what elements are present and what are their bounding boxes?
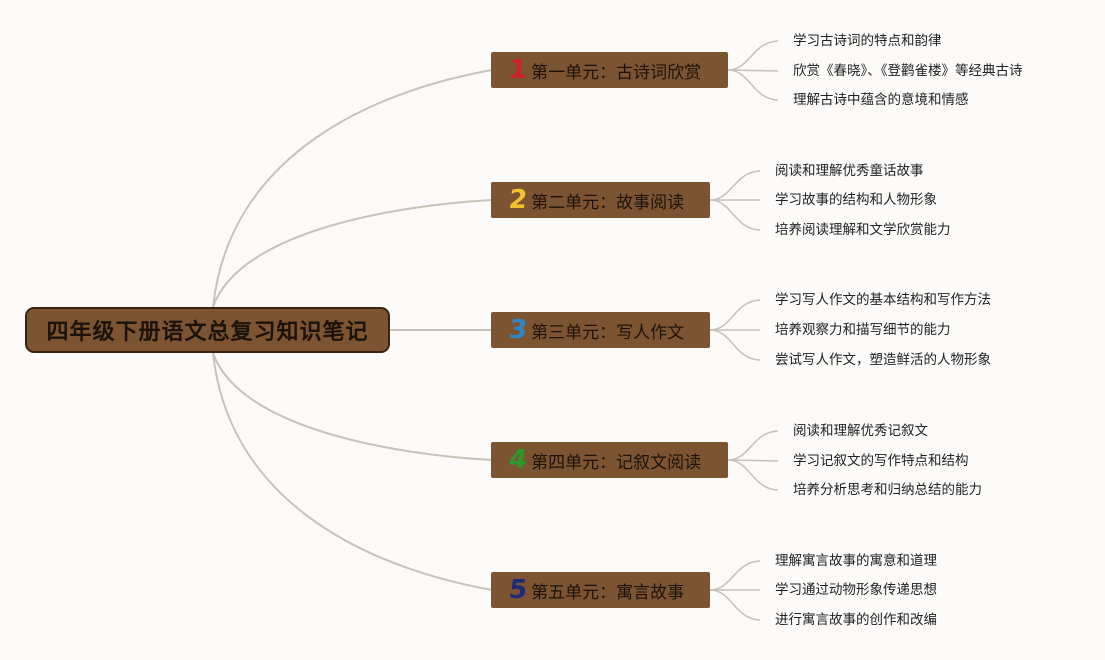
branch-node-1[interactable]: 1 第一单元：古诗词欣赏: [491, 52, 728, 88]
leaf-item[interactable]: 学习通过动物形象传递思想: [775, 582, 937, 598]
number-badge-1: 1: [507, 55, 529, 85]
branch-label: 第四单元：记叙文阅读: [531, 452, 702, 473]
link-b2-leaf-3: [709, 199, 761, 231]
number-badge-3: 3: [507, 315, 529, 345]
branch-node-4[interactable]: 4 第四单元：记叙文阅读: [491, 442, 728, 478]
branch-node-2[interactable]: 2 第二单元：故事阅读: [491, 182, 710, 218]
link-b4-leaf-1: [727, 430, 779, 461]
root-node[interactable]: 四年级下册语文总复习知识笔记: [25, 307, 390, 353]
leaf-item[interactable]: 学习记叙文的写作特点和结构: [793, 453, 969, 469]
branch-label: 第二单元：故事阅读: [531, 192, 685, 213]
link-b4-leaf-3: [727, 459, 779, 491]
leaf-item[interactable]: 培养分析思考和归纳总结的能力: [793, 482, 982, 498]
link-b1-leaf-3: [727, 69, 779, 101]
root-title: 四年级下册语文总复习知识笔记: [46, 320, 369, 345]
number-badge-4: 4: [507, 445, 529, 475]
link-root-branch-4: [212, 352, 493, 461]
branch-label: 第三单元：写人作文: [531, 322, 685, 343]
leaf-item[interactable]: 理解寓言故事的寓意和道理: [775, 553, 937, 569]
link-b5-leaf-3: [709, 589, 761, 621]
leaf-item[interactable]: 学习故事的结构和人物形象: [775, 192, 937, 208]
link-b2-leaf-1: [709, 170, 761, 201]
link-root-branch-5: [212, 352, 493, 591]
leaf-item[interactable]: 阅读和理解优秀记叙文: [793, 423, 928, 439]
link-b5-leaf-1: [709, 560, 761, 591]
leaf-item[interactable]: 欣赏《春晓》、《登鹳雀楼》等经典古诗: [793, 63, 1023, 79]
leaf-item[interactable]: 阅读和理解优秀童话故事: [775, 163, 924, 179]
leaf-item[interactable]: 学习古诗词的特点和韵律: [793, 33, 942, 49]
branch-label: 第一单元：古诗词欣赏: [531, 62, 702, 83]
leaf-item[interactable]: 学习写人作文的基本结构和写作方法: [775, 292, 991, 308]
link-root-branch-2: [212, 199, 493, 308]
leaf-item[interactable]: 培养观察力和描写细节的能力: [775, 322, 951, 338]
leaf-item[interactable]: 理解古诗中蕴含的意境和情感: [793, 92, 969, 108]
link-b3-leaf-3: [709, 329, 761, 361]
branch-node-5[interactable]: 5 第五单元：寓言故事: [491, 572, 710, 608]
link-b4-leaf-2: [727, 459, 779, 462]
number-badge-5: 5: [507, 575, 529, 605]
leaf-item[interactable]: 培养阅读理解和文学欣赏能力: [775, 222, 951, 238]
link-b1-leaf-2: [727, 69, 779, 72]
branch-node-3[interactable]: 3 第三单元：写人作文: [491, 312, 710, 348]
branch-label: 第五单元：寓言故事: [531, 582, 685, 603]
link-b1-leaf-1: [727, 40, 779, 71]
link-root-branch-1: [212, 69, 493, 308]
leaf-item[interactable]: 进行寓言故事的创作和改编: [775, 612, 937, 628]
link-b3-leaf-1: [709, 299, 761, 331]
leaf-item[interactable]: 尝试写人作文，塑造鲜活的人物形象: [775, 352, 991, 368]
number-badge-2: 2: [507, 185, 529, 215]
